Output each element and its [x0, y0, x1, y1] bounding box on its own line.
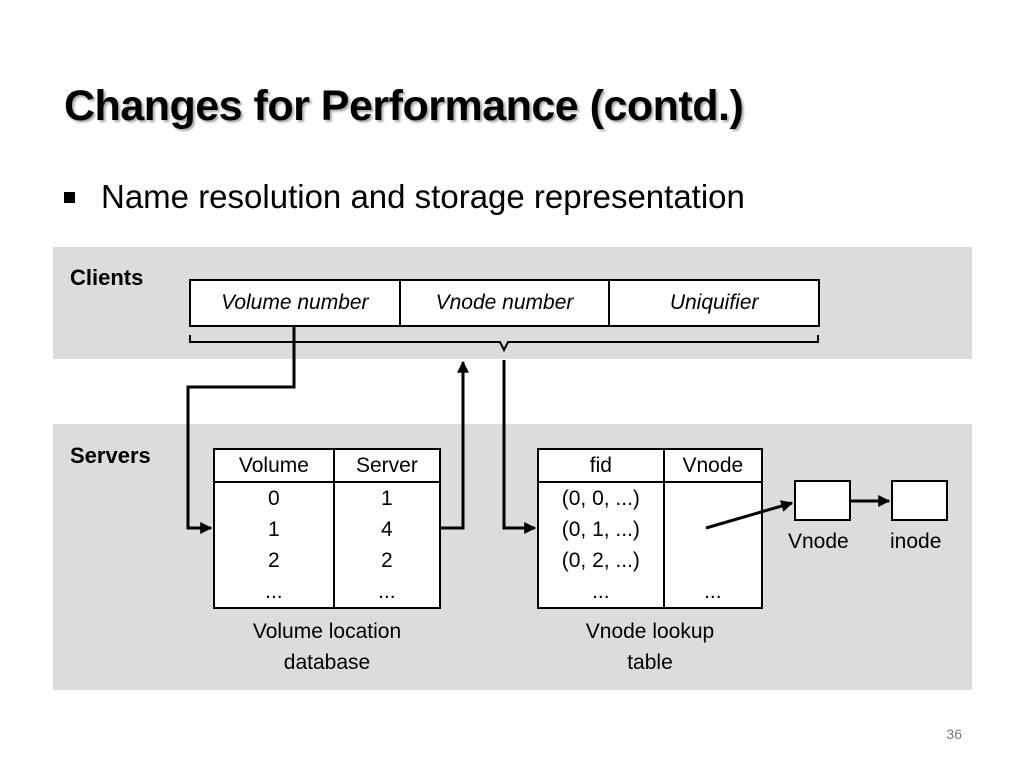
table-cell: ...	[662, 576, 762, 608]
table-cell: ...	[265, 579, 283, 603]
volume-header: Volume	[214, 449, 334, 483]
table-cell	[662, 545, 762, 576]
table-cell: 4	[332, 514, 440, 545]
volume-table-caption: Volume location database	[213, 616, 441, 678]
table-cell: (0, 2, ...)	[561, 548, 640, 572]
table-row: (0, 2, ...)	[538, 545, 762, 576]
table-cell	[662, 514, 762, 545]
table-cell: (0, 1, ...)	[561, 517, 640, 541]
arrow-fid-to-lookup	[502, 360, 537, 534]
servers-band	[53, 424, 972, 690]
table-row: ... ...	[538, 576, 762, 608]
fid-uniquifier: Uniquifier	[608, 281, 818, 325]
caption-line: database	[283, 651, 371, 674]
bullet-text: Name resolution and storage representati…	[101, 178, 745, 215]
table-row: 1 4	[214, 514, 440, 545]
caption-line: table	[627, 651, 673, 674]
volume-location-table: Volume Server 0 1 1 4 2 2 ... ...	[213, 448, 441, 609]
table-cell: 1	[268, 517, 280, 541]
vnode-box	[794, 480, 851, 521]
caption-line: Vnode lookup	[585, 620, 715, 643]
fid-header: fid	[538, 449, 664, 483]
table-cell: 0	[268, 486, 280, 510]
arrow-db-to-server	[441, 360, 469, 530]
arrow-volume-to-db	[186, 327, 296, 534]
clients-label: Clients	[70, 265, 144, 290]
servers-label: Servers	[70, 443, 151, 468]
table-row: 0 1	[214, 482, 440, 514]
page-number: 36	[946, 726, 962, 742]
table-cell: ...	[332, 576, 440, 608]
server-header: Server	[332, 449, 440, 483]
table-row: ... ...	[214, 576, 440, 608]
vnode-header: Vnode	[662, 449, 762, 483]
table-cell: ...	[592, 579, 610, 603]
table-row: 2 2	[214, 545, 440, 576]
slide-title: Changes for Performance (contd.)	[64, 82, 744, 130]
bullet-item: Name resolution and storage representati…	[64, 178, 745, 216]
table-cell: 2	[268, 548, 280, 572]
inode-box	[891, 480, 948, 521]
fid-structure: Volume number Vnode number Uniquifier	[189, 279, 820, 327]
fid-volume-number: Volume number	[221, 291, 369, 314]
fid-vnode-number: Vnode number	[398, 281, 609, 325]
vnode-table-caption: Vnode lookup table	[537, 616, 763, 678]
vnode-lookup-table: fid Vnode (0, 0, ...) (0, 1, ...) (0, 2,…	[537, 448, 763, 609]
table-row: (0, 1, ...)	[538, 514, 762, 545]
caption-line: Volume location	[252, 620, 402, 643]
table-cell	[662, 482, 762, 514]
fid-brace	[189, 335, 819, 353]
table-row: (0, 0, ...)	[538, 482, 762, 514]
inode-box-label: inode	[890, 530, 942, 553]
table-cell: 2	[332, 545, 440, 576]
table-cell: 1	[332, 482, 440, 514]
square-bullet-icon	[64, 191, 75, 203]
table-cell: (0, 0, ...)	[561, 486, 640, 510]
vnode-box-label: Vnode	[788, 530, 849, 553]
arrow-lookup-to-vnode	[705, 500, 794, 530]
